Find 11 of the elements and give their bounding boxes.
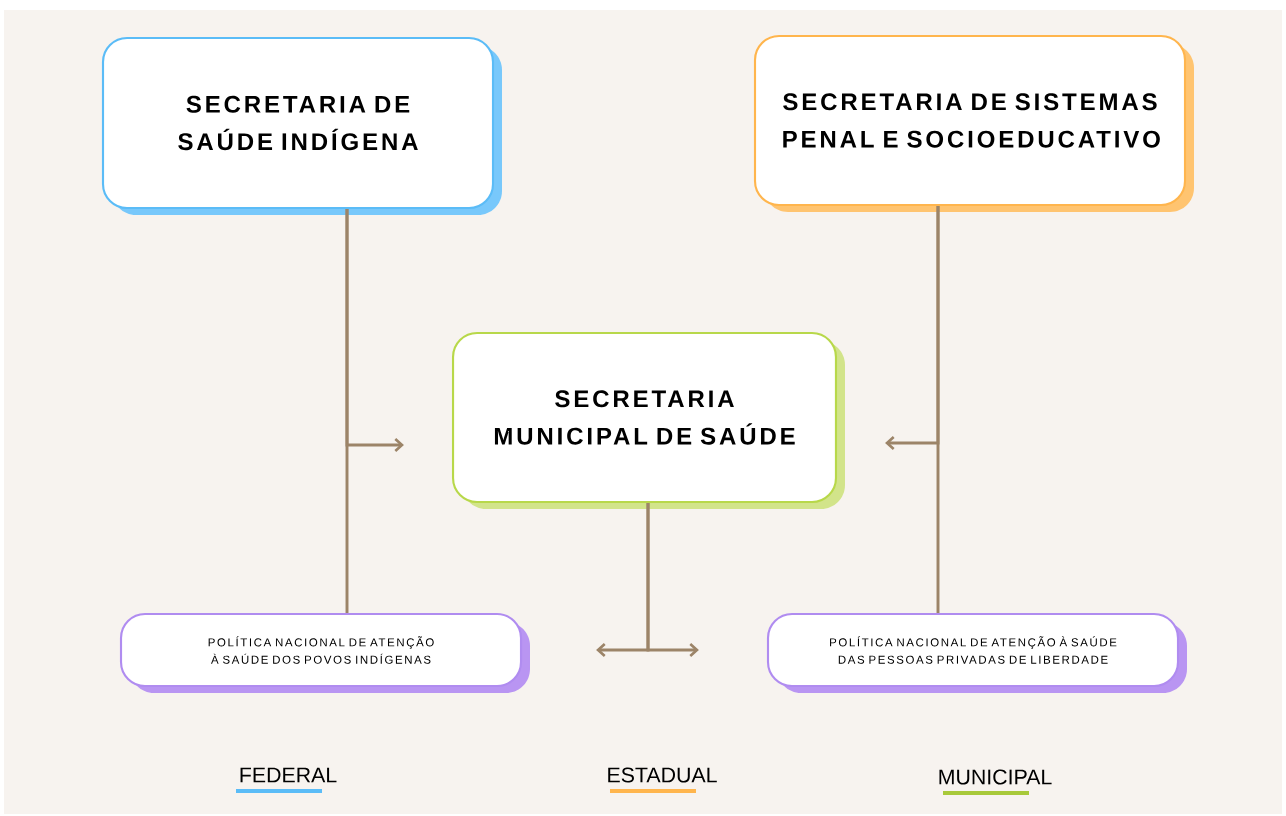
title-box: SECRETARIA MUNICIPAL DE SAÚDE: [451, 331, 845, 509]
legend-label: FEDERAL: [240, 767, 337, 783]
arrow: [885, 206, 940, 450]
policy-box: POLÍTICA NACIONAL DE ATENÇÃO À SAÚDE DAS PESSOAS PRIVADAS DE LIBERDADE: [766, 612, 1187, 693]
arrow: [345, 209, 404, 452]
policy-box: POLÍTICA NACIONAL DE ATENÇÃO À SAÚDE DOS POVOS INDÍGENAS: [119, 612, 530, 693]
title-box: SECRETARIA DE SISTEMAS PENAL E SOCIOEDUCATIVO: [753, 34, 1194, 212]
legend-label: ESTADUAL: [608, 767, 717, 783]
title-box: SECRETARIA DE SAÚDE INDÍGENA: [101, 36, 502, 215]
arrow: [646, 503, 699, 657]
legend-label: MUNICIPAL: [939, 769, 1052, 785]
